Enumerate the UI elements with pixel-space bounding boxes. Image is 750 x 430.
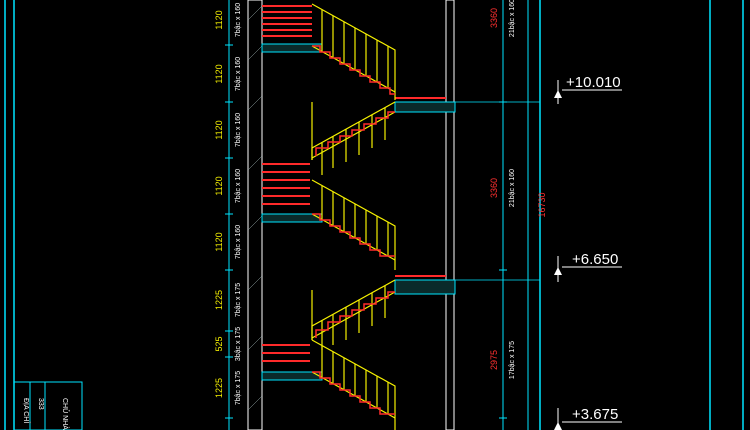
left-dim-note: 7bậc x 160 xyxy=(235,169,242,203)
left-dim-note: 7bậc x 160 xyxy=(235,113,242,147)
stair-flights xyxy=(311,3,396,430)
left-dim-value: 1225 xyxy=(214,378,224,398)
left-dim-value: 1120 xyxy=(214,232,224,251)
title-block-address: ĐỊA CHỈ xyxy=(22,398,31,423)
level-marker-6650: +6.650 xyxy=(454,251,622,282)
right-dim-note: 21bậc x 160 xyxy=(509,169,516,207)
level-label-6650: +6.650 xyxy=(572,251,618,268)
level-marker-10010: +10.010 xyxy=(454,74,622,104)
right-dim-note: 21bậc x 160 xyxy=(509,0,516,37)
left-dim-note: 7bậc x 160 xyxy=(235,225,242,259)
left-dim-value: 1120 xyxy=(214,120,224,139)
left-dim-value: 525 xyxy=(214,336,224,351)
left-dim-note: 7bậc x 175 xyxy=(235,283,242,317)
right-dim-note: 17bậc x 175 xyxy=(509,341,516,379)
left-dim-value: 1120 xyxy=(214,64,224,83)
total-height-label: 16730 xyxy=(537,192,547,217)
left-dim-note: 7bậc x 175 xyxy=(235,371,242,405)
step-profiles xyxy=(312,45,395,415)
flight-5 xyxy=(311,339,396,430)
flight-1 xyxy=(311,3,396,100)
left-dim-note: 7bậc x 160 xyxy=(235,3,242,37)
left-dim-value: 1120 xyxy=(214,176,224,195)
left-dim-note: 7bậc x 160 xyxy=(235,57,242,91)
left-dim-value: 1225 xyxy=(214,290,224,310)
right-dim-value: 3360 xyxy=(489,8,499,28)
red-treads xyxy=(262,5,446,362)
floor-slabs xyxy=(261,43,456,381)
title-block: ĐỊA CHỈ 333 CHỦ NHÀ xyxy=(13,381,83,430)
level-marker-3675: +3.675 xyxy=(554,406,622,430)
drawing-frame xyxy=(4,0,744,430)
title-block-number: 333 xyxy=(37,398,44,410)
right-dim-value: 3360 xyxy=(489,178,499,198)
level-label-10010: +10.010 xyxy=(566,74,621,91)
left-dimension-line xyxy=(225,0,233,430)
left-dim-value: 1120 xyxy=(214,10,224,29)
level-label-3675: +3.675 xyxy=(572,406,618,423)
left-dim-note: 3bậc x 175 xyxy=(235,327,242,361)
title-block-owner: CHỦ NHÀ xyxy=(61,398,70,430)
right-dim-value: 2975 xyxy=(489,350,499,370)
